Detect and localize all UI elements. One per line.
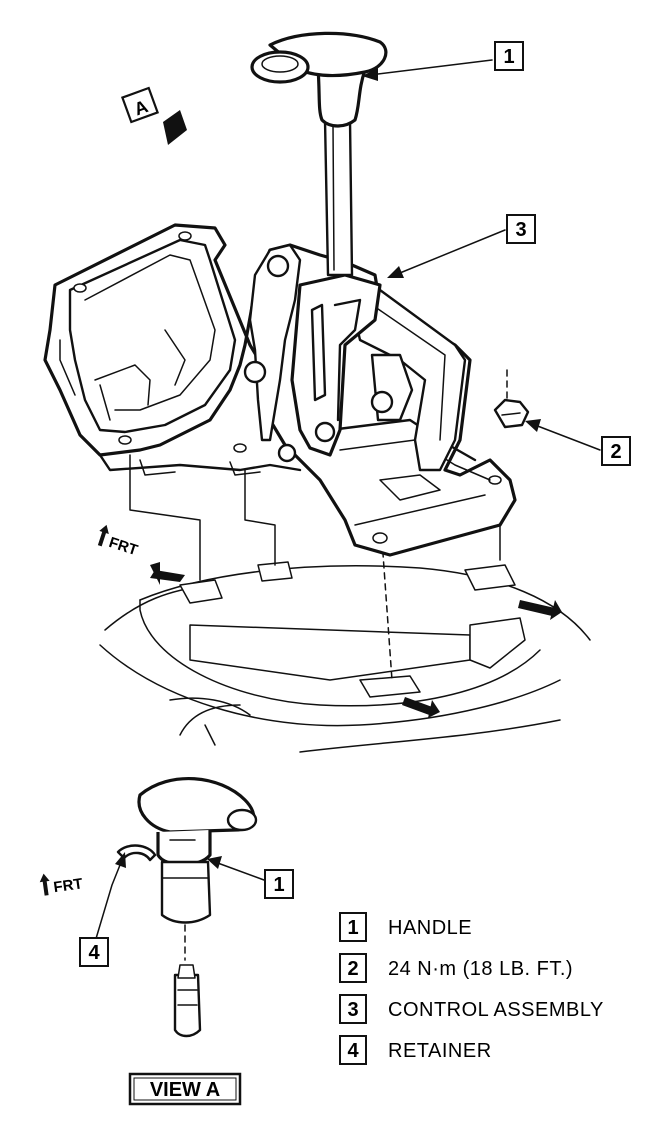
frt-text-main: FRT [107,534,140,559]
view-title: VIEW A [150,1079,220,1101]
leader-lines [94,59,601,943]
legend-number: 1 [347,917,358,939]
callout-1-view-label: 1 [273,874,284,896]
legend-text: CONTROL ASSEMBLY [388,999,604,1021]
nut [493,398,530,429]
callout-1-view: 1 [264,869,294,899]
legend-item: 2 24 N·m (18 LB. FT.) [339,953,573,983]
view-a-marker: A [120,86,187,145]
callout-1: 1 [494,41,524,71]
callout-1-label: 1 [503,46,514,68]
legend: 1 HANDLE 2 24 N·m (18 LB. FT.) 3 CONTROL… [339,912,604,1065]
legend-text: HANDLE [388,917,472,939]
legend-number: 2 [347,958,358,980]
floor-pan [99,561,591,753]
callout-4: 4 [79,937,109,967]
legend-item: 3 CONTROL ASSEMBLY [339,994,604,1024]
view-marker-letter: A [131,96,150,119]
callout-3: 3 [506,214,536,244]
frt-label-main: FRT [97,524,140,559]
view-a-detail [116,777,258,1038]
legend-number: 4 [347,1040,359,1062]
callout-2-label: 2 [610,441,621,463]
callout-4-label: 4 [88,942,100,964]
callout-3-label: 3 [515,219,526,241]
view-title-box: VIEW A [128,1072,242,1106]
frt-label-view: FRT [39,873,84,896]
frt-text-view: FRT [52,875,83,896]
callout-2: 2 [601,436,631,466]
control-assembly [43,223,517,557]
legend-item: 4 RETAINER [339,1035,492,1065]
legend-text: RETAINER [388,1040,492,1062]
legend-number: 3 [347,999,358,1021]
shift-handle [250,31,388,277]
legend-item: 1 HANDLE [339,912,472,942]
legend-text: 24 N·m (18 LB. FT.) [388,958,573,980]
